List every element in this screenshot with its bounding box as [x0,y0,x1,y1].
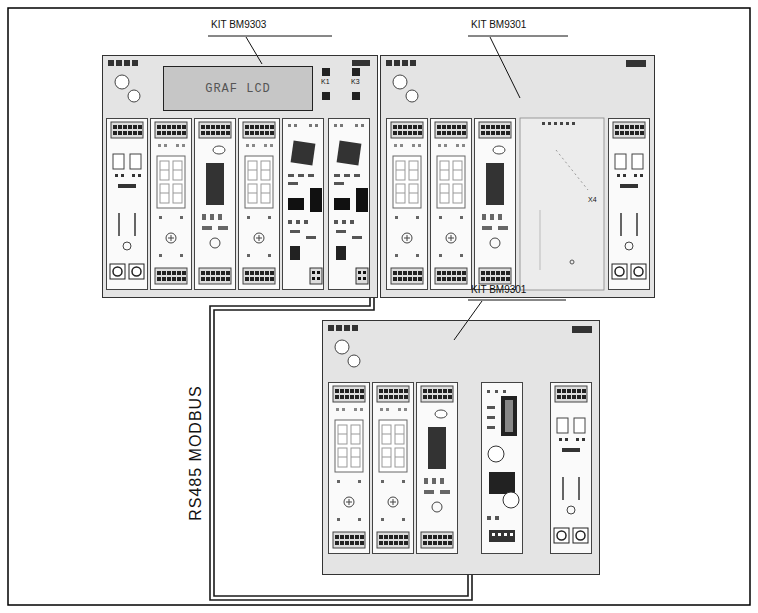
bus-label: RS485 MODBUS [187,383,205,523]
kit-heading: KIT BM9301 [471,284,526,295]
kit-board: KIT BM9301 [322,320,600,575]
lcd-text: GRAF LCD [205,82,271,96]
kit-heading: KIT BM9303 [211,19,266,30]
part-label: K3 [351,78,360,85]
part-label: X4 [588,196,597,203]
cable-wire [210,298,472,600]
lcd-display: GRAF LCD [163,66,313,111]
cable-wire [214,298,468,596]
kit-board: KIT BM9301 [380,55,655,298]
kit-board: KIT BM9303GRAF LCD [102,55,378,298]
part-label: K1 [321,78,330,85]
rs485-cable [210,298,472,600]
kit-heading: KIT BM9301 [471,19,526,30]
